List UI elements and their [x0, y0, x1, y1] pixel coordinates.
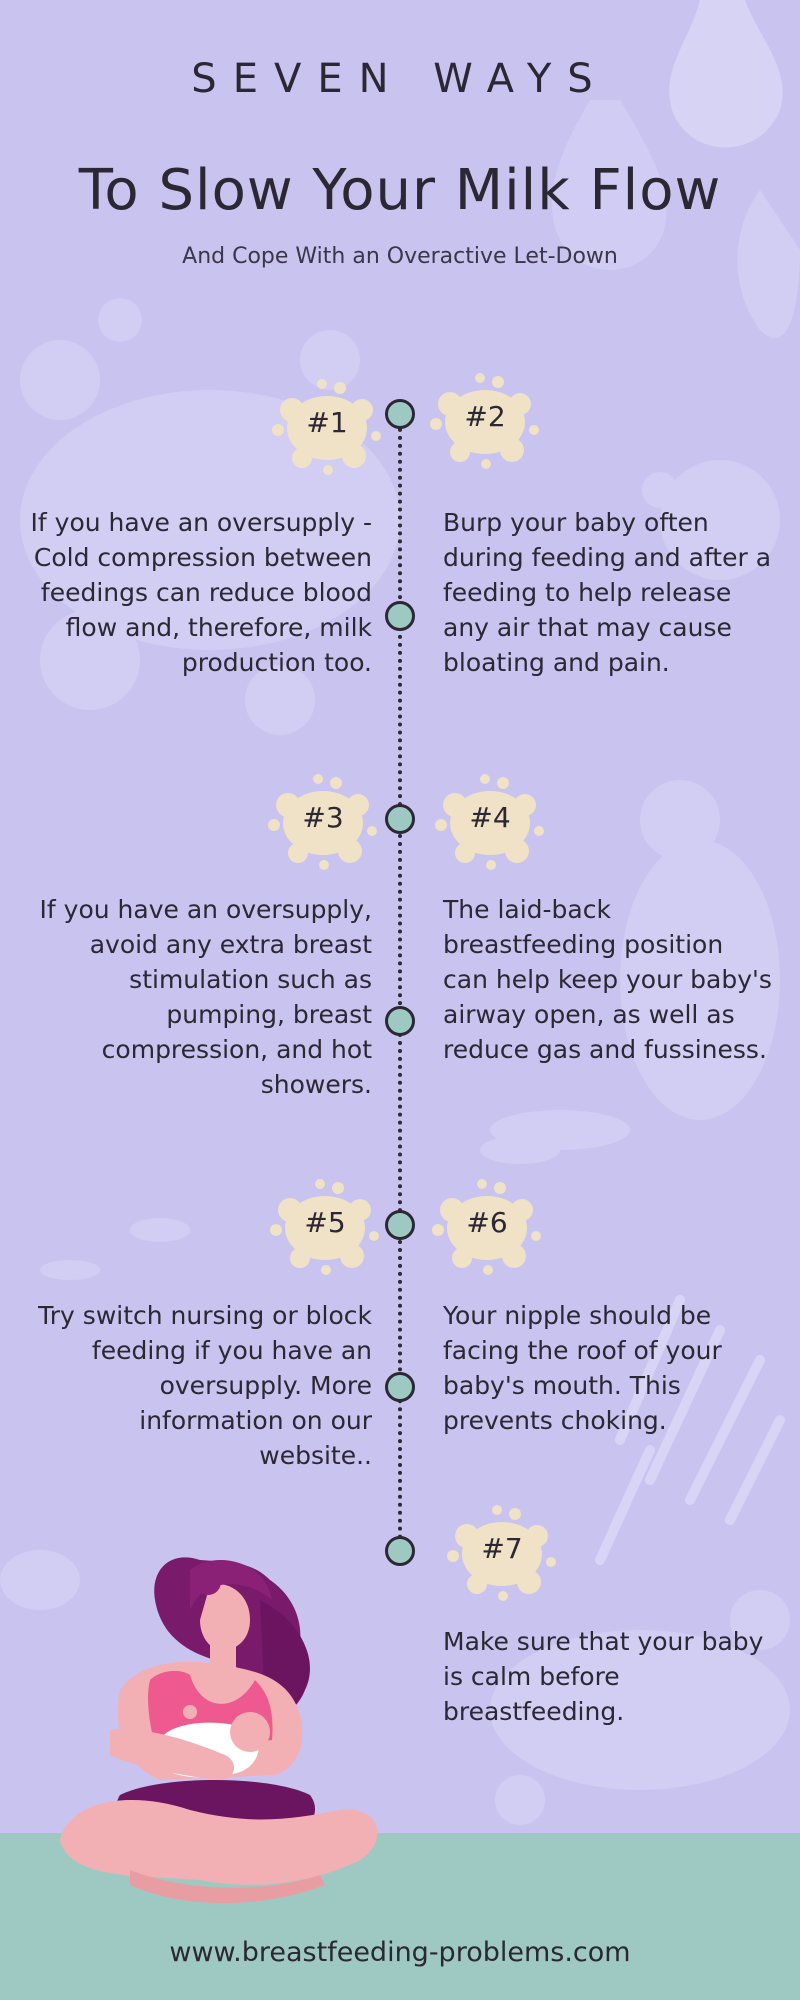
splash-icon	[430, 373, 539, 469]
page-title: To Slow Your Milk Flow	[78, 158, 722, 223]
timeline-node	[385, 804, 415, 834]
splash-icon	[272, 379, 381, 475]
timeline-node	[385, 1006, 415, 1036]
tip-text-4: The laid-back breastfeeding position can…	[443, 895, 772, 1064]
splash-icon	[268, 774, 377, 870]
tip-number: #3	[302, 801, 344, 834]
tip-number: #6	[466, 1206, 508, 1239]
footer-website-link[interactable]: www.breastfeeding-problems.com	[169, 1937, 631, 1968]
timeline-node	[385, 601, 415, 631]
tip-text-3: If you have an oversupply, avoid any ext…	[39, 895, 372, 1099]
tip-badge-4: #4	[425, 765, 555, 875]
splash-icon	[435, 774, 544, 870]
timeline-node	[385, 399, 415, 429]
tip-badge-5: #5	[260, 1170, 390, 1280]
tip-badge-6: #6	[422, 1170, 552, 1280]
timeline-node	[385, 1210, 415, 1240]
tip-badge-3: #3	[258, 765, 388, 875]
timeline-line	[398, 412, 402, 1548]
tip-number: #4	[469, 801, 511, 834]
tip-number: #2	[464, 400, 506, 433]
tip-badge-2: #2	[420, 364, 550, 474]
tip-text-2: Burp your baby often during feeding and …	[443, 508, 772, 677]
tip-number: #1	[306, 406, 348, 439]
tip-number: #7	[481, 1532, 523, 1565]
timeline-node	[385, 1372, 415, 1402]
mother-breastfeeding-illustration	[60, 1557, 378, 1904]
splash-icon	[270, 1179, 379, 1275]
header-kicker: SEVEN WAYS	[191, 56, 609, 102]
splash-icon	[432, 1179, 541, 1275]
timeline-node	[385, 1536, 415, 1566]
splash-icon	[447, 1505, 556, 1601]
tip-badge-1: #1	[262, 370, 392, 480]
tip-text-6: Your nipple should be facing the roof of…	[443, 1301, 722, 1435]
tip-text-1: If you have an oversupply - Cold compres…	[30, 508, 372, 677]
tip-text-7: Make sure that your baby is calm before …	[443, 1627, 764, 1726]
page-subtitle: And Cope With an Overactive Let-Down	[182, 244, 618, 269]
tip-number: #5	[304, 1206, 346, 1239]
tip-text-5: Try switch nursing or block feeding if y…	[38, 1301, 372, 1470]
tip-badge-7: #7	[437, 1496, 567, 1606]
